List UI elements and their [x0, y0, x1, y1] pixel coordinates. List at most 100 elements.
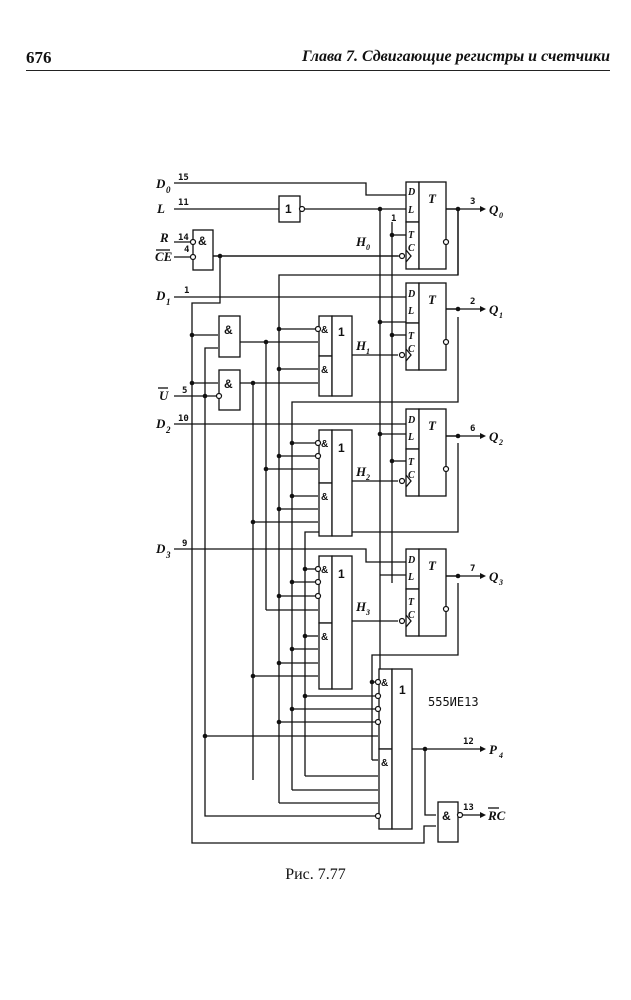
and-or-gate-carry: & & 1: [374, 668, 413, 830]
svg-text:1: 1: [285, 202, 292, 216]
svg-text:1: 1: [399, 683, 406, 697]
svg-text:0: 0: [366, 243, 370, 252]
svg-text:D: D: [155, 416, 166, 431]
svg-text:T: T: [408, 597, 415, 608]
svg-text:3: 3: [498, 578, 503, 587]
svg-text:9: 9: [182, 539, 187, 549]
and-gate-up: &: [218, 315, 241, 358]
svg-text:T: T: [408, 457, 415, 468]
svg-text:3: 3: [165, 550, 171, 560]
svg-text:1: 1: [184, 286, 189, 296]
svg-text:14: 14: [178, 233, 189, 243]
and-or-gate-3: & & 1 H 3: [314, 555, 370, 690]
svg-text:3: 3: [365, 608, 370, 617]
svg-text:D: D: [155, 176, 166, 191]
svg-text:H: H: [355, 464, 367, 479]
input-D1: D 1 1: [155, 286, 189, 307]
output-Q1: 2 Q 1: [446, 297, 503, 320]
input-R: R 14: [159, 230, 189, 245]
svg-text:&: &: [442, 809, 451, 823]
chapter-title: Глава 7. Сдвигающие регистры и счетчики: [301, 48, 610, 65]
flipflop-3: D L T C T: [398, 548, 458, 637]
svg-text:2: 2: [498, 438, 503, 447]
figure-caption: Рис. 7.77: [285, 866, 346, 883]
svg-text:15: 15: [178, 173, 189, 183]
svg-text:0: 0: [166, 185, 171, 195]
svg-text:10: 10: [178, 414, 189, 424]
svg-text:Q: Q: [489, 569, 499, 584]
svg-text:1: 1: [166, 297, 171, 307]
svg-text:2: 2: [165, 425, 171, 435]
svg-text:2: 2: [470, 297, 475, 307]
svg-text:Q: Q: [489, 429, 499, 444]
input-U: U 5: [159, 386, 187, 403]
svg-text:H: H: [355, 338, 367, 353]
svg-text:&: &: [321, 325, 328, 336]
svg-text:L: L: [407, 432, 414, 443]
input-D0: D 0 15: [155, 173, 189, 195]
input-D2: D 2 10: [155, 414, 189, 435]
page-header: 676 Глава 7. Сдвигающие регистры и счетч…: [26, 44, 610, 71]
svg-text:4: 4: [184, 245, 190, 255]
svg-text:1: 1: [338, 325, 345, 339]
svg-text:H: H: [355, 599, 367, 614]
svg-text:T: T: [428, 191, 437, 206]
svg-text:0: 0: [499, 211, 503, 220]
svg-text:&: &: [321, 365, 328, 376]
svg-text:3: 3: [470, 197, 475, 207]
svg-text:CE: CE: [155, 249, 173, 264]
svg-text:7: 7: [470, 564, 475, 574]
svg-text:C: C: [408, 470, 415, 481]
svg-text:C: C: [408, 344, 415, 355]
svg-text:H: H: [355, 234, 367, 249]
svg-text:L: L: [156, 201, 165, 216]
svg-text:U: U: [159, 388, 169, 403]
svg-text:D: D: [407, 555, 415, 566]
flipflop-2: D L T C T: [398, 408, 458, 497]
svg-text:1: 1: [366, 347, 370, 356]
svg-text:D: D: [407, 187, 415, 198]
svg-text:1: 1: [499, 311, 503, 320]
output-Q3: 7 Q 3: [446, 564, 503, 587]
svg-text:C: C: [408, 243, 415, 254]
svg-text:T: T: [428, 558, 437, 573]
junction-dots: [189, 206, 461, 752]
svg-text:RC: RC: [487, 808, 506, 823]
svg-text:D: D: [407, 289, 415, 300]
inverter-L: 1: [278, 195, 306, 223]
svg-text:T: T: [408, 331, 415, 342]
svg-text:&: &: [321, 439, 328, 450]
svg-text:&: &: [381, 678, 388, 689]
output-Q0: 3 Q 0: [446, 197, 503, 275]
svg-text:&: &: [321, 492, 328, 503]
svg-text:&: &: [224, 377, 233, 391]
and-or-gate-1: & & 1 H 1: [314, 315, 370, 397]
svg-text:T: T: [428, 292, 437, 307]
svg-text:2: 2: [365, 473, 370, 482]
svg-text:13: 13: [463, 803, 474, 813]
svg-text:1: 1: [391, 214, 396, 224]
svg-text:1: 1: [338, 441, 345, 455]
and-gate-RC: &: [437, 801, 464, 843]
page-number: 676: [26, 48, 52, 67]
svg-text:1: 1: [338, 567, 345, 581]
svg-text:&: &: [224, 323, 233, 337]
and-or-gate-2: & & 1 H 2: [314, 429, 370, 537]
and-gate-down: &: [215, 369, 241, 411]
svg-text:4: 4: [498, 751, 503, 760]
and-gate-R-CE: &: [189, 229, 214, 271]
svg-text:6: 6: [470, 424, 475, 434]
svg-text:&: &: [381, 758, 388, 769]
output-Q2: 6 Q 2: [446, 424, 503, 447]
flipflop-1: D L T C T: [398, 282, 458, 371]
svg-text:12: 12: [463, 737, 474, 747]
svg-text:R: R: [159, 230, 169, 245]
svg-text:T: T: [428, 418, 437, 433]
input-CE: CE 4: [155, 245, 190, 264]
svg-text:L: L: [407, 572, 414, 583]
output-P4: 12 P 4: [463, 737, 503, 760]
svg-text:P: P: [489, 742, 498, 757]
svg-text:D: D: [155, 541, 166, 556]
svg-text:T: T: [408, 230, 415, 241]
